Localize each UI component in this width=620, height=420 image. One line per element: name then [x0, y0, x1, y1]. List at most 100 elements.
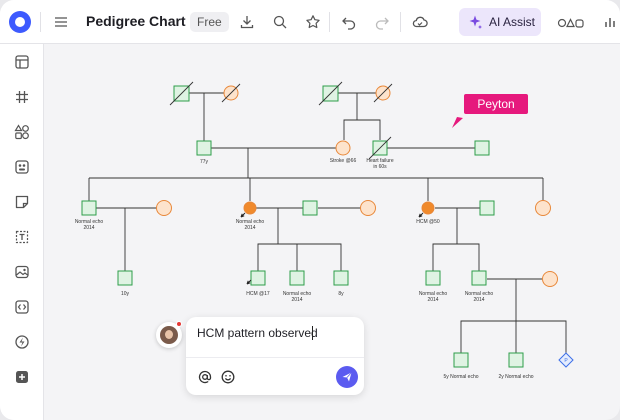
- shapes-icon[interactable]: [12, 122, 32, 142]
- cloud-icon[interactable]: [410, 12, 430, 32]
- male-symbol: [289, 270, 305, 286]
- avatar[interactable]: [156, 321, 182, 348]
- generation-3: Normal echo 2014 Normal echo 2014 HCM @5…: [75, 200, 551, 231]
- result-label: 5y Normal echo: [443, 374, 478, 380]
- proband-arrow: [418, 212, 424, 218]
- components-icon[interactable]: [12, 157, 32, 177]
- layout-icon[interactable]: [12, 52, 32, 72]
- toolbar-divider: [400, 12, 401, 32]
- proband-arrow: [246, 279, 252, 285]
- age-label: 77y: [200, 159, 209, 165]
- top-toolbar: Pedigree Chart Free AI Assist: [0, 0, 620, 44]
- result-label: Normal echo: [75, 219, 104, 225]
- affected-female-symbol: [421, 201, 435, 215]
- male-symbol: [479, 200, 495, 216]
- deceased-mark: [368, 136, 392, 160]
- generation-5: 5y Normal echo 2y Normal echo P: [443, 352, 574, 380]
- year-label: 2014: [83, 225, 94, 231]
- deceased-mark: [373, 83, 393, 103]
- send-button[interactable]: [336, 366, 358, 388]
- notification-dot: [176, 321, 182, 327]
- avatar-photo: [160, 326, 178, 344]
- star-icon[interactable]: [303, 12, 323, 32]
- year-label: 2014: [291, 297, 302, 303]
- unknown-sex-symbol: [558, 352, 574, 368]
- shapes-icon[interactable]: [556, 12, 586, 32]
- pedigree-lines: [88, 92, 567, 353]
- male-symbol: [81, 200, 97, 216]
- male-symbol: [196, 140, 212, 156]
- redo-icon[interactable]: [372, 12, 392, 32]
- male-symbol: [302, 200, 318, 216]
- male-symbol: [471, 270, 487, 286]
- result-label: Normal echo: [283, 291, 312, 297]
- code-icon[interactable]: [12, 297, 32, 317]
- male-symbol: [250, 270, 266, 286]
- plugin-icon[interactable]: [12, 332, 32, 352]
- deceased-mark: [318, 81, 343, 106]
- collaborator-name-tag: Peyton: [464, 94, 528, 114]
- emoji-icon[interactable]: [221, 370, 235, 389]
- condition-label: HCM @17: [246, 291, 270, 297]
- male-symbol: [333, 270, 349, 286]
- grid-icon[interactable]: [12, 87, 32, 107]
- text-caret: [312, 326, 313, 340]
- generation-1: [169, 81, 393, 106]
- condition-label: Heart failure: [366, 158, 393, 164]
- proband-arrow: [240, 212, 246, 218]
- deceased-mark: [221, 83, 241, 103]
- comment-divider: [186, 357, 364, 358]
- result-label: Normal echo: [236, 219, 265, 225]
- female-symbol: [335, 140, 351, 156]
- undo-icon[interactable]: [339, 12, 359, 32]
- result-label: Normal echo: [465, 291, 494, 297]
- male-symbol: [425, 270, 441, 286]
- ai-assist-button[interactable]: AI Assist: [459, 8, 541, 36]
- unknown-sex-label: P: [564, 358, 568, 364]
- comment-input[interactable]: HCM pattern observed: [197, 326, 318, 340]
- plan-badge: Free: [190, 12, 229, 32]
- image-icon[interactable]: [12, 262, 32, 282]
- search-icon[interactable]: [270, 12, 290, 32]
- condition-label: HCM @50: [416, 219, 440, 225]
- download-icon[interactable]: [237, 12, 257, 32]
- add-icon[interactable]: [12, 367, 32, 387]
- chart-icon[interactable]: [601, 12, 620, 32]
- female-symbol: [535, 200, 551, 216]
- pedigree-chart: 77y Stroke @66 Heart failure in 60s Norm…: [75, 81, 574, 380]
- male-symbol: [117, 270, 133, 286]
- year-label: 2014: [473, 297, 484, 303]
- generation-4: 10y HCM @17 Normal echo 2014 8y Normal e…: [117, 270, 558, 303]
- result-label: Normal echo: [419, 291, 448, 297]
- sparkle-icon: [467, 14, 483, 35]
- male-symbol: [474, 140, 490, 156]
- text-frame-icon[interactable]: [12, 227, 32, 247]
- generation-2: 77y Stroke @66 Heart failure in 60s: [196, 136, 490, 170]
- year-label: 2014: [427, 297, 438, 303]
- age-label: 8y: [338, 291, 344, 297]
- logo-icon[interactable]: [9, 11, 31, 33]
- deceased-mark: [169, 81, 194, 106]
- condition-label: Stroke @66: [330, 158, 357, 164]
- male-symbol: [453, 352, 469, 368]
- male-symbol: [508, 352, 524, 368]
- sticky-note-icon[interactable]: [12, 192, 32, 212]
- toolbar-divider: [329, 12, 330, 32]
- menu-icon[interactable]: [51, 12, 71, 32]
- female-symbol: [542, 271, 558, 287]
- comment-box[interactable]: HCM pattern observed: [186, 317, 364, 395]
- year-label: 2014: [244, 225, 255, 231]
- result-label: 2y Normal echo: [498, 374, 533, 380]
- affected-female-symbol: [243, 201, 257, 215]
- pedigree-canvas[interactable]: 77y Stroke @66 Heart failure in 60s Norm…: [44, 44, 620, 420]
- toolbar-divider: [40, 12, 41, 32]
- age-label: 10y: [121, 291, 130, 297]
- send-icon: [342, 372, 352, 382]
- female-symbol: [360, 200, 376, 216]
- left-toolbar: [0, 44, 44, 420]
- mention-icon[interactable]: [198, 370, 212, 389]
- ai-assist-label: AI Assist: [489, 15, 536, 29]
- document-title[interactable]: Pedigree Chart: [86, 13, 186, 29]
- condition-label: in 60s: [373, 164, 387, 170]
